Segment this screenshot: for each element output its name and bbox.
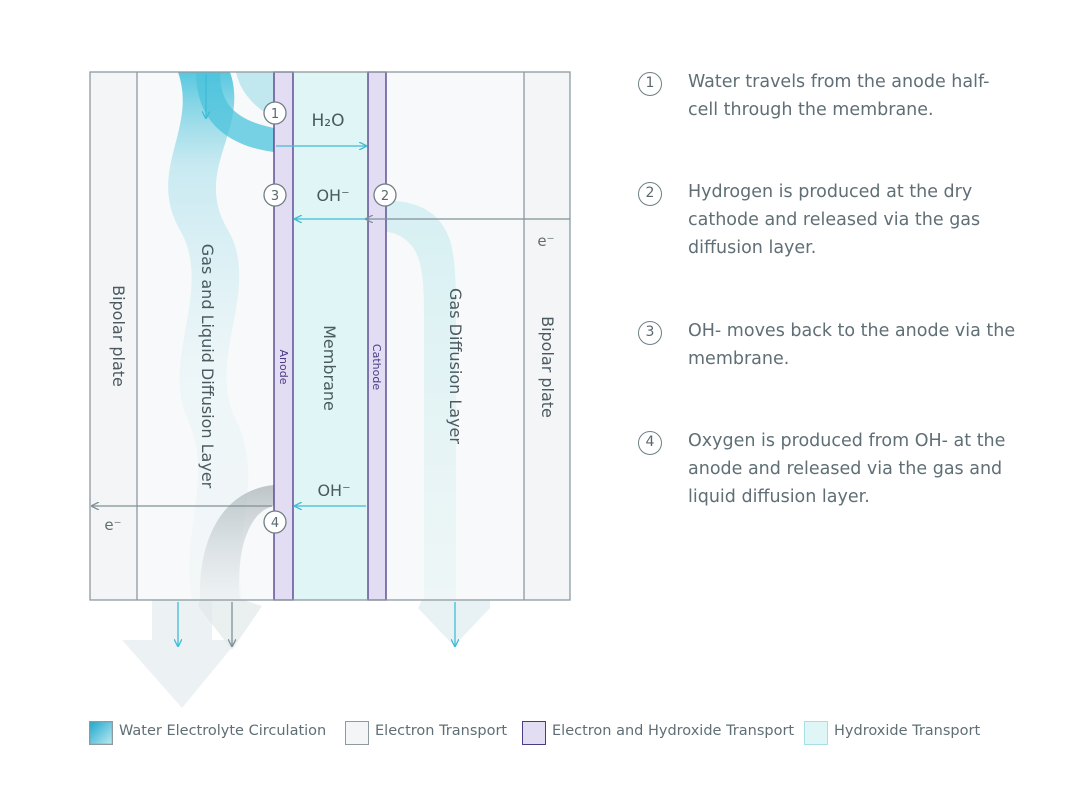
outflow-left: [122, 600, 238, 708]
gas-liquid-diffusion-label: Gas and Liquid Diffusion Layer: [198, 244, 217, 489]
bipolar-plate-right: [524, 72, 570, 600]
legend-label: Hydroxide Transport: [834, 723, 981, 739]
membrane: [293, 72, 368, 600]
marker-2: 2: [373, 183, 397, 207]
svg-text:2: 2: [381, 189, 389, 204]
water-circulation-band: [168, 72, 249, 600]
cathode: [367, 71, 387, 601]
step-number: 1: [638, 72, 662, 96]
water-inlet-curve: [196, 72, 274, 152]
water-label: H₂O: [312, 111, 345, 131]
step-text: Hydrogen is produced at the dry cathode …: [688, 182, 981, 258]
step-number: 4: [638, 431, 662, 455]
oxygen-release-band: [199, 485, 274, 600]
svg-text:3: 3: [271, 189, 279, 204]
electron-left-label: e⁻: [104, 516, 121, 534]
step-text: Oxygen is produced from OH- at the anode…: [688, 431, 1006, 507]
bipolar-plate-left-label: Bipolar plate: [109, 285, 128, 387]
hydroxide-top-label: OH⁻: [316, 186, 349, 205]
gas-diffusion-label: Gas Diffusion Layer: [446, 288, 465, 444]
legend-label: Electron Transport: [375, 723, 508, 739]
legend-label: Electron and Hydroxide Transport: [552, 723, 795, 739]
legend-swatch-electron-hydroxide: [522, 721, 546, 745]
marker-4: 4: [263, 510, 287, 534]
legend-swatch-hydroxide: [804, 721, 828, 745]
step-text: Water travels from the anode half-cell t…: [688, 72, 990, 120]
step-number: 2: [638, 182, 662, 206]
step-text: OH- moves back to the anode via the memb…: [688, 321, 1016, 369]
outflow-right: [418, 600, 490, 646]
legend-swatch-water: [89, 721, 113, 745]
cathode-label: Cathode: [370, 344, 383, 390]
hydroxide-bottom-label: OH⁻: [317, 481, 350, 500]
svg-text:1: 1: [271, 107, 279, 122]
anode-label: Anode: [277, 350, 290, 385]
marker-3: 3: [263, 183, 287, 207]
electron-right-label: e⁻: [537, 232, 554, 250]
legend-label: Water Electrolyte Circulation: [119, 723, 327, 739]
outflow-middle: [198, 600, 262, 650]
bipolar-plate-left: [90, 72, 137, 600]
legend-swatch-electron: [345, 721, 369, 745]
svg-text:4: 4: [271, 516, 279, 531]
water-top-wedge: [236, 72, 274, 118]
step-number: 3: [638, 321, 662, 345]
hydrogen-release-band: [368, 200, 456, 600]
membrane-label: Membrane: [320, 325, 339, 411]
bipolar-plate-right-label: Bipolar plate: [538, 316, 557, 418]
marker-1: 1: [263, 101, 287, 125]
